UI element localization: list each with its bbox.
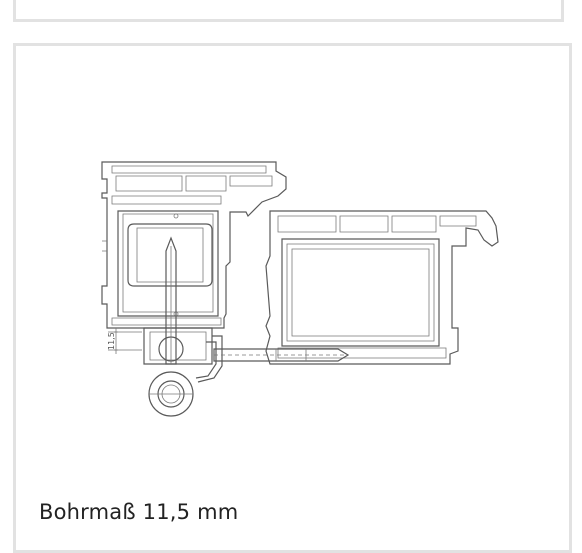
drill-size-caption: Bohrmaß 11,5 mm: [39, 500, 239, 524]
vertical-screw: [165, 236, 177, 365]
dimension-marker: 11,5: [107, 328, 142, 354]
product-card: 11,5 Bohrmaß 11,5 mm: [13, 43, 572, 553]
profile-section-svg: 11,5: [101, 161, 499, 417]
horizontal-screw: [213, 348, 350, 362]
window-profile-drawing: 11,5: [16, 46, 569, 446]
hinge: [143, 327, 223, 417]
previous-card: [13, 0, 564, 22]
dimension-label: 11,5: [107, 332, 116, 350]
frame-profile: [101, 161, 287, 329]
sash-profile: [265, 210, 499, 365]
